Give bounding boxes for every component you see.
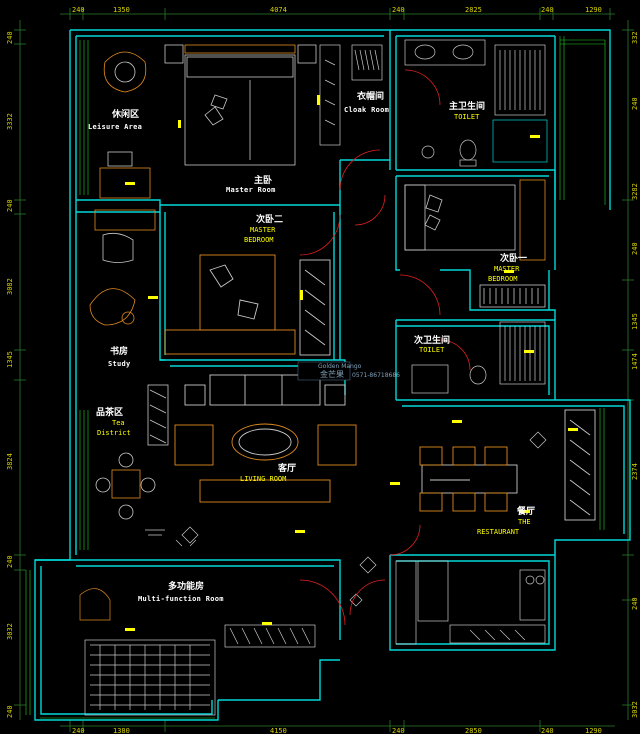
- dim-right-3: 3282: [631, 183, 639, 200]
- dim-left-9: 240: [6, 705, 14, 718]
- dim-top-4: 240: [392, 6, 405, 14]
- dim-top-7: 1290: [585, 6, 602, 14]
- bed-icon: [164, 44, 317, 166]
- dim-right-2: 240: [631, 97, 639, 110]
- multi-zh: 多功能房: [168, 580, 204, 592]
- sofa-icon: [174, 374, 357, 503]
- room-labels: 休闲区 Leisure Area 主卧 Master Room 衣帽间 Cloa…: [88, 90, 535, 603]
- watermark-brand-small: Golden Mango: [318, 363, 362, 370]
- watermark-brand: 金芒果: [320, 369, 344, 379]
- watermark-logo: [297, 361, 351, 381]
- master-zh: 主卧: [254, 174, 272, 186]
- watermark-phone: 0571-86718686: [352, 372, 400, 379]
- bed-icon: [404, 179, 546, 308]
- dimension-texts: 240 1350 4074 240 2825 240 1290 240 1380…: [6, 6, 639, 734]
- study-en: Study: [108, 360, 131, 368]
- cloak-zh: 衣帽间: [357, 90, 384, 102]
- dim-top-3: 4074: [270, 6, 287, 14]
- leisure-furniture: [99, 51, 151, 199]
- living-en: LIVING ROOM: [240, 475, 286, 483]
- window-hatch: [25, 36, 606, 719]
- plant-icon: [175, 431, 547, 607]
- dim-right-5: 1345: [631, 313, 639, 330]
- dining-table-icon: [419, 409, 596, 521]
- walls: [34, 29, 631, 721]
- toilet-icon: [421, 139, 477, 167]
- master-en: Master Room: [226, 186, 276, 194]
- annotation-tags: [125, 95, 578, 631]
- restaurant-en1: THE: [518, 518, 531, 526]
- door-swing-icon: [299, 69, 471, 626]
- bathtub-icon: [492, 44, 548, 163]
- tea-zh: 品茶区: [96, 406, 123, 418]
- bedroom2-en1: MASTER: [250, 226, 276, 234]
- dim-right-8: 240: [631, 597, 639, 610]
- bedroom1-zh: 次卧一: [500, 252, 527, 264]
- leisure-en: Leisure Area: [88, 123, 142, 131]
- tea-furniture: [95, 384, 169, 536]
- bedroom2-zh: 次卧二: [256, 213, 283, 225]
- dim-bottom-7: 1290: [585, 727, 602, 734]
- bedroom1-en2: BEDROOM: [488, 275, 518, 283]
- restaurant-en2: RESTAURANT: [477, 528, 520, 536]
- dimension-lines: [14, 8, 634, 732]
- dim-left-5: 1345: [6, 351, 14, 368]
- kitchen-counter: [395, 560, 546, 645]
- bed-icon: [164, 254, 331, 356]
- cloak-en: Cloak Room: [344, 106, 389, 114]
- main-toilet-zh: 主卫生间: [449, 100, 485, 112]
- dim-top-1: 240: [72, 6, 85, 14]
- dim-right-7: 2374: [631, 463, 639, 480]
- dim-bottom-4: 240: [392, 727, 405, 734]
- multi-en: Multi-function Room: [138, 595, 224, 603]
- second-toilet-en: TOILET: [419, 346, 445, 354]
- dim-bottom-5: 2850: [465, 727, 482, 734]
- dim-left-6: 3824: [6, 453, 14, 470]
- main-toilet-en: TOILET: [454, 113, 480, 121]
- dim-left-3: 240: [6, 199, 14, 212]
- second-toilet-zh: 次卫生间: [414, 334, 450, 346]
- sink-icon: [404, 39, 486, 66]
- dim-bottom-1: 240: [72, 727, 85, 734]
- leisure-zh: 休闲区: [111, 108, 139, 120]
- study-zh: 书房: [110, 345, 128, 357]
- dim-left-7: 240: [6, 555, 14, 568]
- dim-left-2: 3332: [6, 113, 14, 130]
- dim-top-5: 2825: [465, 6, 482, 14]
- watermark: Golden Mango 金芒果 0571-86718686: [297, 361, 400, 381]
- dim-right-4: 240: [631, 242, 639, 255]
- living-zh: 客厅: [277, 462, 296, 474]
- dim-bottom-2: 1380: [113, 727, 130, 734]
- dim-bottom-6: 240: [541, 727, 554, 734]
- dim-left-1: 240: [6, 31, 14, 44]
- tea-en1: Tea: [112, 419, 125, 427]
- toilet-icon: [411, 321, 546, 394]
- dim-left-4: 3082: [6, 278, 14, 295]
- bedroom1-en1: MASTER: [494, 265, 520, 273]
- dim-left-8: 3032: [6, 623, 14, 640]
- study-furniture: [89, 209, 156, 326]
- dim-top-6: 240: [541, 6, 554, 14]
- dim-bottom-3: 4150: [270, 727, 287, 734]
- bedroom2-en2: BEDROOM: [244, 236, 274, 244]
- dim-right-9: 3032: [631, 701, 639, 718]
- dim-right-6: 1474: [631, 353, 639, 370]
- restaurant-zh: 餐厅: [516, 505, 535, 517]
- dim-top-2: 1350: [113, 6, 130, 14]
- tea-en2: District: [97, 429, 131, 437]
- dim-right-1: 332: [631, 31, 639, 44]
